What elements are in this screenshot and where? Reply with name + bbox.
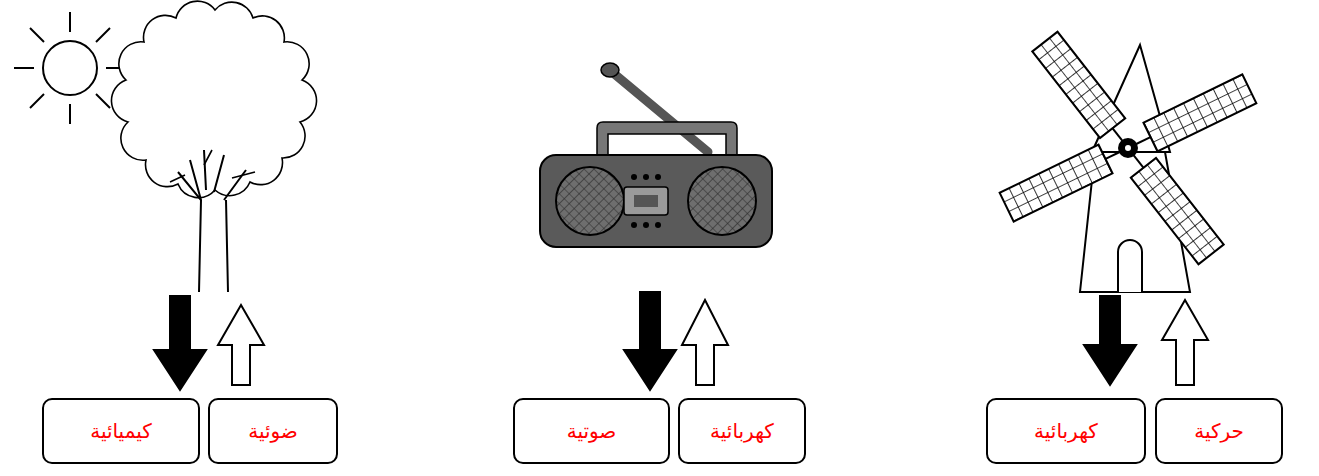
energy-label: حركية [1194,419,1244,443]
energy-label: كيميائية [90,419,152,443]
energy-label: ضوئية [248,419,298,443]
output-arrow [1084,296,1136,385]
sun-symbol [14,12,126,124]
output-arrow [624,292,676,390]
energy-box: كهربائية [986,398,1146,464]
energy-label: كهربائية [710,419,774,443]
energy-box: صوتية [513,398,670,464]
energy-arrows [154,292,1208,390]
windmill-illustration [1000,32,1257,292]
input-arrow [1162,300,1208,385]
output-arrow [154,296,206,390]
input-arrow [218,305,264,385]
tree-illustration [111,1,316,292]
radio-illustration [540,63,772,247]
input-arrow [682,300,728,385]
energy-box: كيميائية [42,398,200,464]
energy-label: صوتية [567,419,617,443]
energy-box: كهربائية [678,398,806,464]
energy-box: حركية [1155,398,1283,464]
energy-label: كهربائية [1034,419,1098,443]
energy-box: ضوئية [208,398,338,464]
